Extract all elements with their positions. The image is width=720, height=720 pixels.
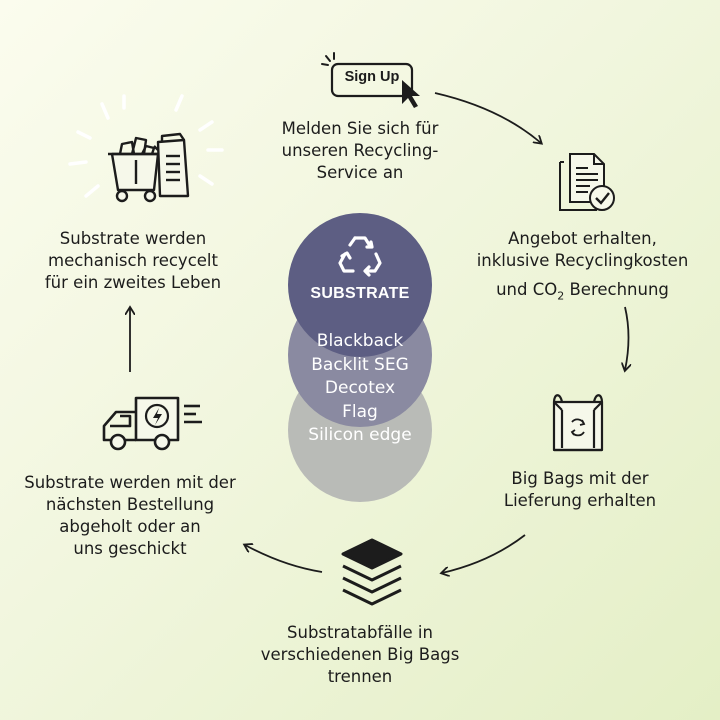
text-line: Big Bags mit der (511, 469, 649, 488)
material-item: Flag (342, 401, 378, 422)
text-line: Substratabfälle in (287, 623, 433, 642)
arrow-bigbags-to-separate (442, 534, 526, 573)
text-line: verschiedenen Big Bags (260, 645, 460, 664)
sign-up-label: Sign Up (344, 69, 400, 85)
arrow-offer-to-bigbags (625, 306, 629, 370)
circle-top (288, 213, 432, 357)
text-line: inklusive Recyclingkosten (476, 251, 689, 270)
material-item: Silicon edge (308, 425, 412, 445)
text-line: mechanisch recycelt (48, 251, 218, 270)
text-line: Substrate werden mit der (24, 473, 236, 492)
material-item: Decotex (324, 378, 396, 398)
text-line: trennen (327, 667, 393, 686)
text-fragment: Berechnung (564, 280, 669, 299)
document-check-icon (559, 153, 615, 211)
text-line: abgeholt oder an (59, 517, 201, 536)
text-line: uns geschickt (73, 539, 187, 558)
text-line: und CO2 Berechnung (455, 279, 710, 307)
material-item: Backlit SEG (311, 354, 409, 375)
subscript: 2 (557, 289, 565, 303)
recycling-bin-bag-icon (68, 94, 224, 203)
text-line: Angebot erhalten, (508, 229, 657, 248)
delivery-truck-icon (102, 396, 202, 451)
text-line: Service an (316, 163, 404, 182)
text-line: Lieferung erhalten (503, 491, 657, 510)
big-bag-recycle-icon (552, 394, 604, 452)
recycle-icon (338, 236, 382, 277)
text-fragment: und CO (496, 280, 558, 299)
text-line: Substrate werden (59, 229, 207, 248)
step-separate-text: Substratabfälle in verschiedenen Big Bag… (250, 622, 470, 688)
text-line: unseren Recycling- (281, 141, 439, 160)
materials-list: Blackback Backlit SEG Decotex Flag Silic… (270, 330, 450, 448)
step-signup-text: Melden Sie sich für unseren Recycling- S… (265, 118, 455, 184)
step-offer-text: Angebot erhalten, inklusive Recyclingkos… (455, 228, 710, 307)
arrow-separate-to-pickup (245, 545, 323, 573)
text-line: Melden Sie sich für (281, 119, 439, 138)
center-brand: SUBSTRATE (310, 285, 410, 302)
sign-up-button-cursor-icon: Sign Up (320, 52, 430, 112)
step-pickup-text: Substrate werden mit der nächsten Bestel… (15, 472, 245, 560)
text-line: nächsten Bestellung (45, 495, 215, 514)
material-item: Blackback (316, 331, 404, 351)
text-line: für ein zweites Leben (44, 273, 222, 292)
arrow-signup-to-offer (434, 92, 541, 143)
step-recycle-text: Substrate werden mechanisch recycelt für… (38, 228, 228, 294)
layers-stack-icon (341, 538, 403, 606)
step-bigbags-text: Big Bags mit der Lieferung erhalten (480, 468, 680, 512)
